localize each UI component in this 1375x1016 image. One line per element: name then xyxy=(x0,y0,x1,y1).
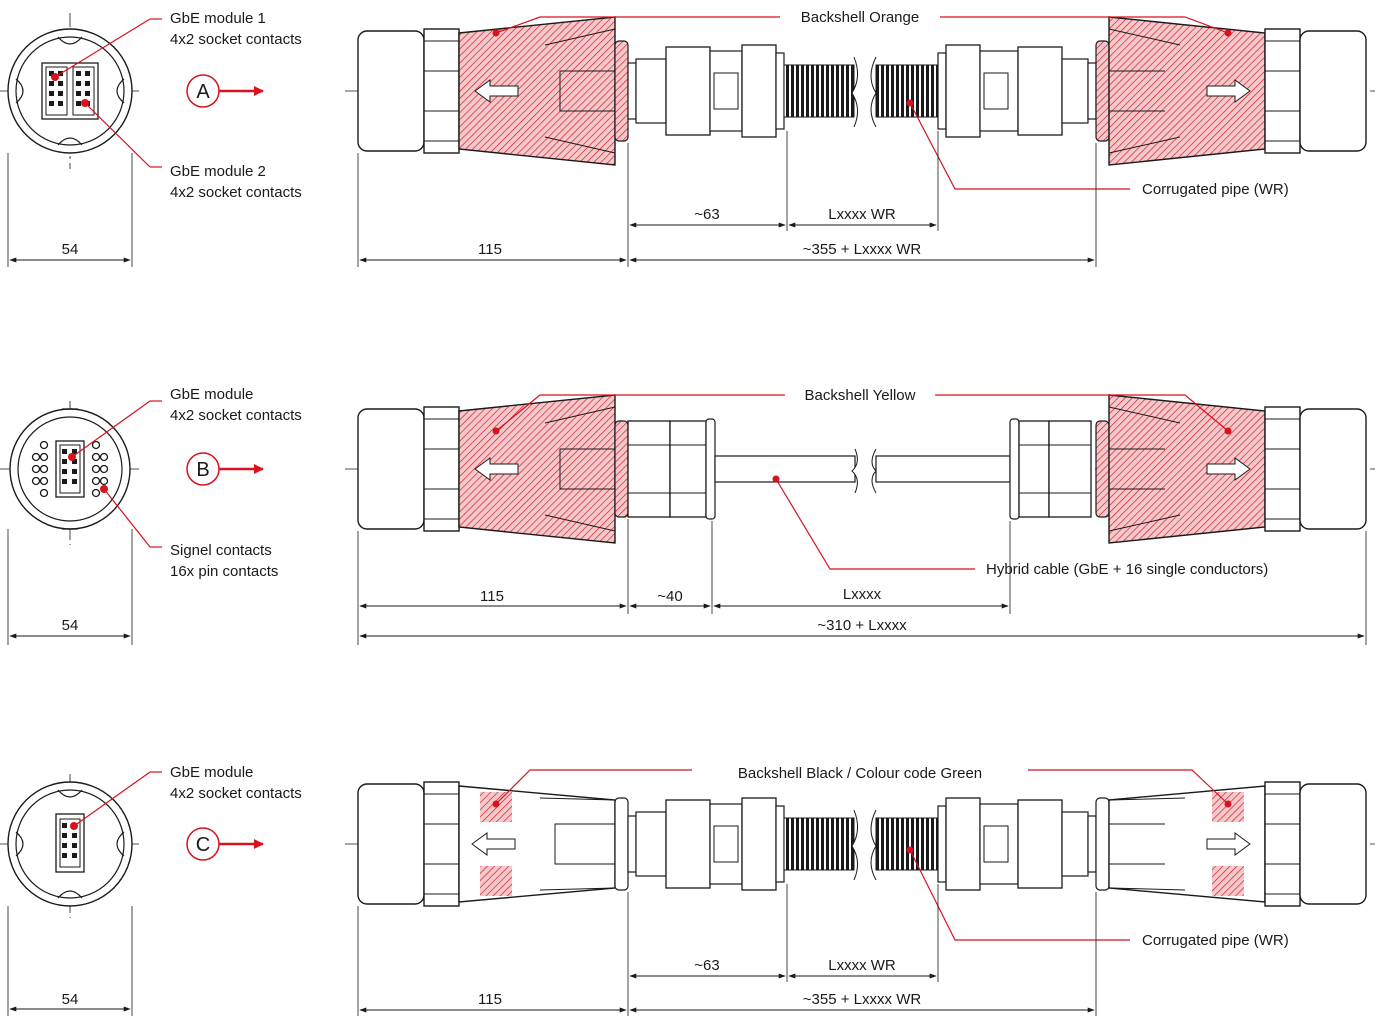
cable-label-a: Corrugated pipe (WR) xyxy=(1142,181,1289,198)
end-view-a: GbE module 1 4x2 socket contacts GbE mod… xyxy=(0,10,302,267)
callout-gbe-module-2-sub: 4x2 socket contacts xyxy=(170,184,302,201)
callout-gbe-module-2: GbE module 2 xyxy=(170,163,266,180)
row-a: GbE module 1 4x2 socket contacts GbE mod… xyxy=(0,9,1375,267)
callout-gbe-module-sub: 4x2 socket contacts xyxy=(170,407,302,424)
dim-width: 54 xyxy=(62,617,79,634)
view-badge-b: B xyxy=(196,459,209,481)
dim-total: ~310 + Lxxxx xyxy=(817,617,907,634)
dim-width: 54 xyxy=(62,991,79,1008)
dim-seg1: ~63 xyxy=(694,957,719,974)
view-badge-a: A xyxy=(196,81,210,103)
backshell-label-b: Backshell Yellow xyxy=(805,387,916,404)
dim-connector: 115 xyxy=(480,588,504,605)
callout-signal-contacts-sub: 16x pin contacts xyxy=(170,563,278,580)
backshell-label-c: Backshell Black / Colour code Green xyxy=(738,765,982,782)
callout-leader xyxy=(54,18,151,78)
end-view-c: GbE module 4x2 socket contacts 54 C xyxy=(0,764,302,1016)
dim-width: 54 xyxy=(62,241,79,258)
side-view-b: Backshell Yellow Hybrid cable (GbE + 16 … xyxy=(345,387,1375,645)
callout-gbe-module: GbE module xyxy=(170,764,253,781)
callout-gbe-module: GbE module xyxy=(170,386,253,403)
cable-label-c: Corrugated pipe (WR) xyxy=(1142,932,1289,949)
dim-total: ~355 + Lxxxx WR xyxy=(803,241,922,258)
view-badge-c: C xyxy=(196,834,210,856)
backshell-label-a: Backshell Orange xyxy=(801,9,919,26)
callout-gbe-module-sub: 4x2 socket contacts xyxy=(170,785,302,802)
dim-connector: 115 xyxy=(478,241,502,258)
dim-seg1: ~63 xyxy=(694,206,719,223)
dim-connector: 115 xyxy=(478,991,502,1008)
callout-signal-contacts: Signel contacts xyxy=(170,542,272,559)
cable-label-b: Hybrid cable (GbE + 16 single conductors… xyxy=(986,561,1268,578)
end-view-b: GbE module 4x2 socket contacts Signel co… xyxy=(0,386,302,645)
callout-gbe-module-1: GbE module 1 xyxy=(170,10,266,27)
dim-seg2: Lxxxx xyxy=(843,586,882,603)
side-view-a: Backshell Orange Corrugated pipe (WR) ~6… xyxy=(345,9,1375,267)
dim-total: ~355 + Lxxxx WR xyxy=(803,991,922,1008)
row-c: GbE module 4x2 socket contacts 54 C xyxy=(0,764,1375,1016)
dim-seg1: ~40 xyxy=(657,588,682,605)
dim-seg2: Lxxxx WR xyxy=(828,957,896,974)
row-b: GbE module 4x2 socket contacts Signel co… xyxy=(0,386,1375,645)
callout-gbe-module-1-sub: 4x2 socket contacts xyxy=(170,31,302,48)
dim-seg2: Lxxxx WR xyxy=(828,206,896,223)
side-view-c: Backshell Black / Colour code Green Corr… xyxy=(345,765,1375,1016)
